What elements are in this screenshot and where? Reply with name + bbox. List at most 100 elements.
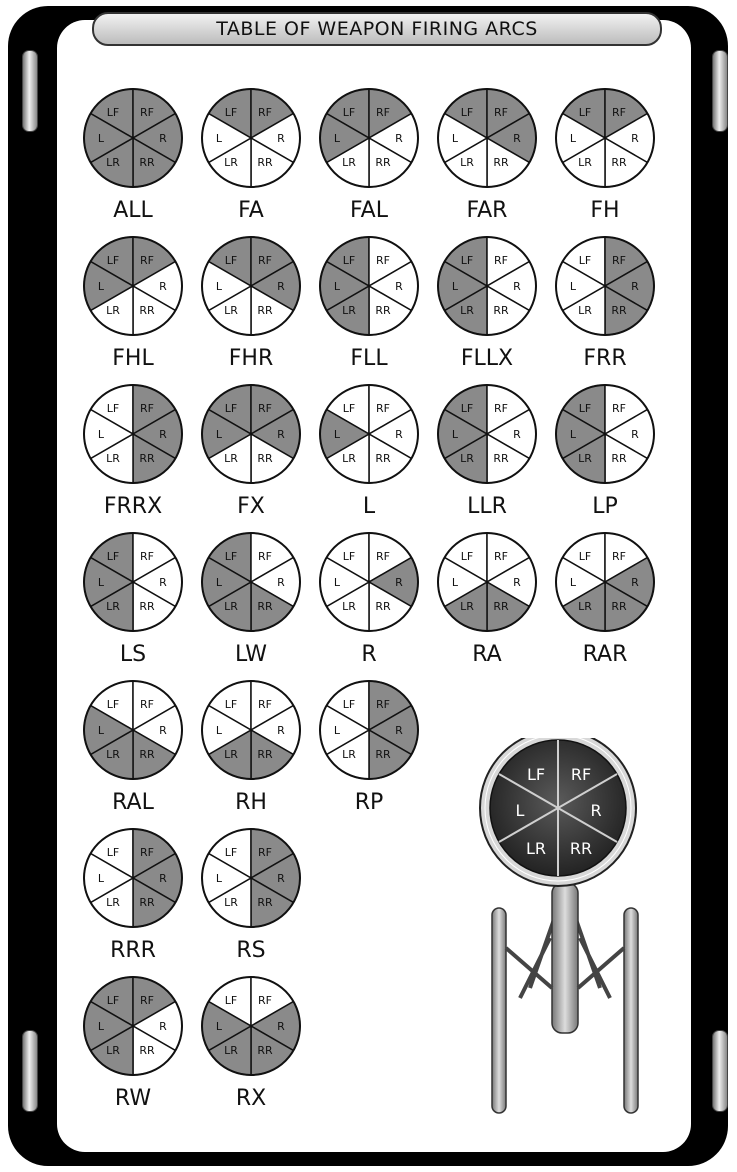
sector-label-rr: RR	[493, 304, 509, 317]
sector-label-lr: LR	[106, 896, 120, 909]
sector-label-rf: RF	[258, 994, 272, 1007]
sector-label-rf: RF	[140, 106, 154, 119]
sector-label-lf: LF	[461, 550, 473, 563]
sector-label-rf: RF	[376, 254, 390, 267]
arc-rp: LFRFRRRLRLRP	[311, 678, 427, 830]
sector-label-lf: LF	[343, 402, 355, 415]
sector-label-lr: LR	[460, 304, 474, 317]
sector-label-lr: LR	[460, 156, 474, 169]
sector-label-rf: RF	[140, 994, 154, 1007]
ship-label-lr: LR	[526, 839, 546, 858]
pipe-top-right	[712, 50, 728, 132]
sector-label-l: L	[570, 428, 577, 441]
sector-label-lr: LR	[224, 452, 238, 465]
pipe-bottom-left	[22, 1030, 38, 1112]
sector-label-lr: LR	[106, 156, 120, 169]
arc-ra: LFRFRRRLRLRA	[429, 530, 545, 682]
arc-diagram: LFRFRRRLRL	[193, 234, 309, 346]
sector-label-lf: LF	[579, 254, 591, 267]
sector-label-lf: LF	[579, 106, 591, 119]
sector-label-rr: RR	[375, 156, 391, 169]
sector-label-lf: LF	[107, 402, 119, 415]
arc-diagram: LFRFRRRLRL	[547, 382, 663, 494]
pipe-top-left	[22, 50, 38, 132]
sector-label-rr: RR	[139, 1044, 155, 1057]
sector-label-r: R	[631, 132, 639, 145]
sector-label-lr: LR	[224, 1044, 238, 1057]
ship-label-rf: RF	[571, 765, 591, 784]
sector-label-r: R	[159, 872, 167, 885]
arc-diagram: LFRFRRRLRL	[75, 382, 191, 494]
sector-label-l: L	[98, 576, 105, 589]
sector-label-r: R	[513, 576, 521, 589]
arc-diagram: LFRFRRRLRL	[75, 530, 191, 642]
sector-label-r: R	[159, 280, 167, 293]
sector-label-r: R	[395, 132, 403, 145]
sector-label-l: L	[98, 428, 105, 441]
sector-label-lf: LF	[343, 550, 355, 563]
sector-label-r: R	[159, 724, 167, 737]
sector-label-lf: LF	[461, 106, 473, 119]
arc-code-label: RW	[75, 1086, 191, 1111]
sector-label-rf: RF	[376, 698, 390, 711]
sector-label-lr: LR	[224, 304, 238, 317]
arc-code-label: FRRX	[75, 494, 191, 519]
sector-label-rf: RF	[258, 106, 272, 119]
arc-code-label: RS	[193, 938, 309, 963]
sector-label-l: L	[334, 724, 341, 737]
sector-label-lf: LF	[225, 254, 237, 267]
sector-label-lr: LR	[106, 748, 120, 761]
sector-label-r: R	[277, 132, 285, 145]
arc-code-label: ALL	[75, 198, 191, 223]
arc-l: LFRFRRRLRLL	[311, 382, 427, 534]
arc-code-label: FHR	[193, 346, 309, 371]
arc-diagram: LFRFRRRLRL	[547, 86, 663, 198]
sector-label-r: R	[277, 428, 285, 441]
sector-label-rr: RR	[375, 748, 391, 761]
arc-rar: LFRFRRRLRLRAR	[547, 530, 663, 682]
sector-label-lf: LF	[107, 846, 119, 859]
sector-label-l: L	[452, 132, 459, 145]
arc-code-label: FLL	[311, 346, 427, 371]
sector-label-lf: LF	[225, 994, 237, 1007]
arc-code-label: RX	[193, 1086, 309, 1111]
arc-code-label: FHL	[75, 346, 191, 371]
sector-label-r: R	[631, 280, 639, 293]
arc-code-label: RH	[193, 790, 309, 815]
title-bar: TABLE OF WEAPON FIRING ARCS	[92, 12, 662, 46]
sector-label-lr: LR	[460, 452, 474, 465]
sector-label-lr: LR	[342, 748, 356, 761]
sector-label-l: L	[98, 132, 105, 145]
sector-label-rf: RF	[140, 698, 154, 711]
sector-label-rf: RF	[140, 550, 154, 563]
sector-label-r: R	[159, 576, 167, 589]
sector-label-r: R	[513, 280, 521, 293]
arc-code-label: R	[311, 642, 427, 667]
pipe-bottom-right	[712, 1030, 728, 1112]
sector-label-rf: RF	[494, 106, 508, 119]
arc-code-label: FAR	[429, 198, 545, 223]
sector-label-rf: RF	[494, 254, 508, 267]
arc-diagram: LFRFRRRLRL	[193, 530, 309, 642]
sector-label-l: L	[452, 428, 459, 441]
sector-label-rr: RR	[611, 304, 627, 317]
arc-fal: LFRFRRRLRLFAL	[311, 86, 427, 238]
sector-label-lr: LR	[224, 156, 238, 169]
arc-rx: LFRFRRRLRLRX	[193, 974, 309, 1126]
sector-label-rf: RF	[612, 550, 626, 563]
sector-label-lf: LF	[461, 254, 473, 267]
arc-diagram: LFRFRRRLRL	[429, 382, 545, 494]
sector-label-l: L	[216, 132, 223, 145]
sector-label-lf: LF	[579, 550, 591, 563]
sector-label-r: R	[277, 872, 285, 885]
arc-fh: LFRFRRRLRLFH	[547, 86, 663, 238]
arc-fll: LFRFRRRLRLFLL	[311, 234, 427, 386]
sector-label-rr: RR	[611, 156, 627, 169]
arc-code-label: LLR	[429, 494, 545, 519]
sector-label-rr: RR	[257, 896, 273, 909]
sector-label-lf: LF	[225, 402, 237, 415]
